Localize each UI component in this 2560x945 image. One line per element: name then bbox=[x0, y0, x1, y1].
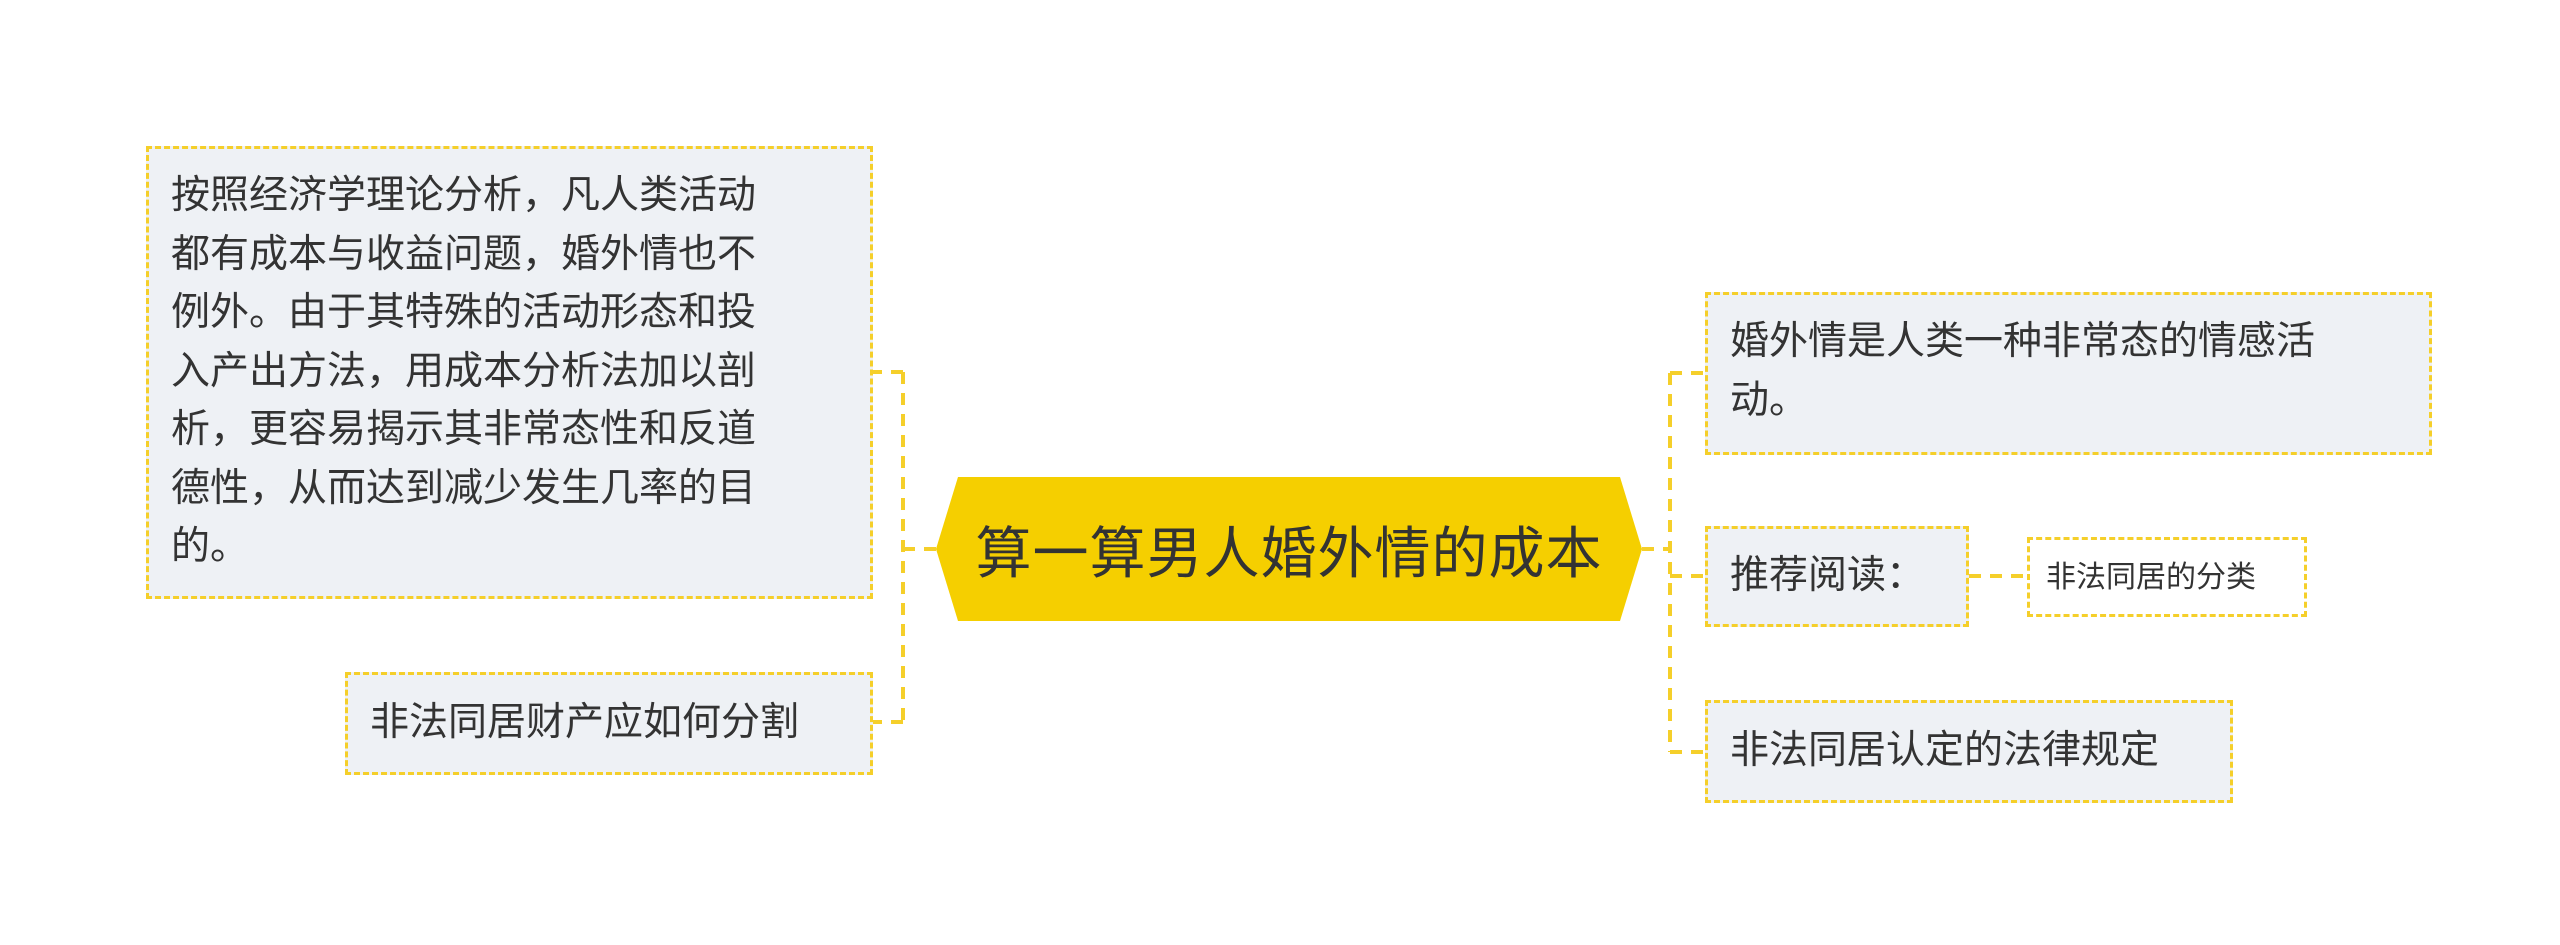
right-law-text: 非法同居认定的法律规定 bbox=[1730, 728, 2160, 774]
left-description-text: 按照经济学理论分析，凡人类活动 都有成本与收益问题，婚外情也不 例外。由于其特殊… bbox=[171, 173, 757, 569]
right-definition-text: 婚外情是人类一种非常态的情感活 动。 bbox=[1730, 319, 2316, 423]
left-cohabitation-property-text: 非法同居财产应如何分割 bbox=[370, 700, 800, 746]
right-recommended-node[interactable]: 推荐阅读： bbox=[1705, 526, 1969, 627]
central-topic-node[interactable]: 算一算男人婚外情的成本 bbox=[936, 477, 1642, 621]
recommended-sub-text: 非法同居的分类 bbox=[2046, 559, 2256, 595]
central-hexagon-shape bbox=[936, 477, 1642, 621]
central-topic-label: 算一算男人婚外情的成本 bbox=[975, 521, 1603, 587]
right-definition-node[interactable]: 婚外情是人类一种非常态的情感活 动。 bbox=[1705, 292, 2432, 455]
left-description-node[interactable]: 按照经济学理论分析，凡人类活动 都有成本与收益问题，婚外情也不 例外。由于其特殊… bbox=[146, 146, 873, 599]
recommended-sub-node[interactable]: 非法同居的分类 bbox=[2027, 537, 2307, 617]
left-cohabitation-property-node[interactable]: 非法同居财产应如何分割 bbox=[345, 672, 873, 775]
right-recommended-text: 推荐阅读： bbox=[1730, 553, 1926, 599]
right-law-node[interactable]: 非法同居认定的法律规定 bbox=[1705, 700, 2233, 803]
